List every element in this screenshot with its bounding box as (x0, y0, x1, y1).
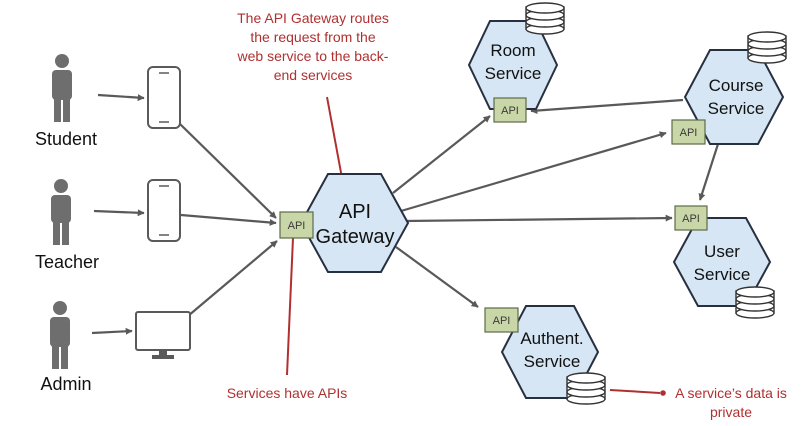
user-service: User Service API (672, 205, 775, 319)
arrow-monitor-to-gateway (187, 240, 278, 317)
database-icon (566, 372, 606, 405)
arrow-phone1-to-gateway (179, 123, 277, 219)
arrow-teacher-to-phone (93, 209, 145, 217)
course-service-label-line1: Course (709, 76, 764, 95)
api-badge-label: API (493, 315, 511, 327)
room-service-api-badge (493, 97, 527, 123)
auth-service-api-badge (484, 307, 519, 333)
person-icon (51, 179, 71, 245)
note-gateway-line2: the request from the (250, 29, 376, 45)
room-service-label-line1: Room (490, 41, 535, 60)
teacher-actor: Teacher (35, 179, 99, 272)
api-badge-label: API (288, 220, 306, 232)
person-icon (52, 54, 72, 122)
note-gateway-routes: The API Gateway routes the request from … (237, 10, 389, 83)
database-icon (735, 286, 775, 319)
smartphone-icon (147, 66, 181, 129)
person-icon (50, 301, 70, 369)
auth-service-label-line2: Service (524, 352, 581, 371)
user-service-label-line2: Service (694, 265, 751, 284)
note-line-apis (286, 237, 294, 376)
api-gateway-hexagon (299, 173, 410, 273)
actor-label-teacher: Teacher (35, 252, 99, 272)
user-service-api-badge (674, 205, 708, 231)
user-service-label-line1: User (704, 242, 740, 261)
note-data-private: A service’s data is private (675, 385, 787, 420)
note-gateway-line1: The API Gateway routes (237, 10, 389, 26)
arrow-gateway-to-auth (395, 246, 479, 308)
admin-actor: Admin (40, 301, 92, 394)
course-service-api-badge (671, 119, 706, 145)
course-service: Course Service API (671, 31, 787, 145)
note-private-line2: private (710, 404, 752, 420)
api-gateway-label-line2: Gateway (316, 226, 395, 248)
smartphone-icon (147, 179, 181, 242)
note-gateway-line3: web service to the back- (237, 48, 389, 64)
api-gateway-api-badge (279, 211, 314, 239)
note-private-line1: A service’s data is (675, 385, 787, 401)
student-actor: Student (35, 54, 97, 149)
room-service-label-line2: Service (485, 64, 542, 83)
database-icon (525, 2, 565, 35)
note-services-have-apis: Services have APIs (227, 385, 348, 401)
api-badge-label: API (680, 127, 698, 139)
actor-label-admin: Admin (40, 374, 91, 394)
arrow-admin-to-monitor (91, 327, 133, 335)
arrow-course-to-user (698, 143, 720, 201)
arrow-gateway-to-course (400, 131, 667, 213)
auth-service-label-line1: Authent. (520, 329, 583, 348)
api-gateway: API Gateway API (279, 173, 410, 273)
note-gateway-line4: end services (274, 67, 353, 83)
api-badge-label: API (682, 213, 700, 225)
note-line-gateway (326, 96, 343, 179)
arrow-gateway-to-room (392, 115, 491, 194)
arrow-student-to-phone (97, 93, 145, 102)
note-dot-private (660, 390, 666, 396)
monitor-icon (135, 311, 191, 359)
api-badge-label: API (501, 105, 519, 117)
api-gateway-label-line1: API (339, 201, 371, 223)
arrow-gateway-to-user (404, 214, 673, 223)
room-service: Room Service API (467, 2, 565, 123)
auth-service: Authent. Service API (484, 305, 606, 405)
arrow-course-to-room (530, 98, 684, 115)
note-line-private (609, 389, 661, 394)
arrow-phone2-to-gateway (180, 213, 277, 226)
course-service-label-line2: Service (708, 99, 765, 118)
database-icon (747, 31, 787, 64)
actor-label-student: Student (35, 129, 97, 149)
